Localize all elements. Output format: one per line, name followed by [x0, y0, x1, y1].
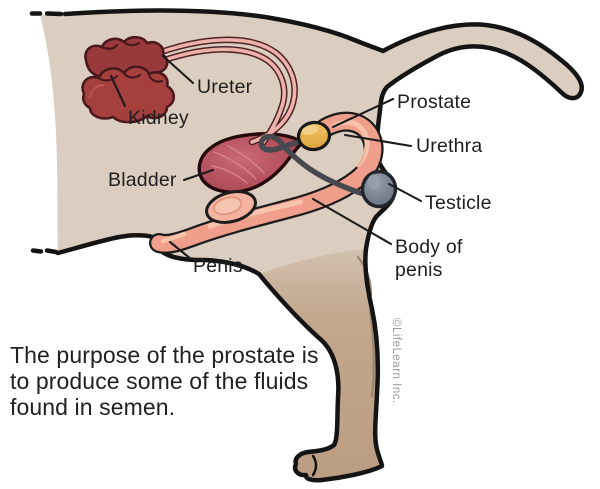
testicle-shape	[360, 169, 398, 209]
svg-text:The purpose of the prostate is: The purpose of the prostate is	[10, 342, 319, 368]
label-prostate: Prostate	[397, 91, 471, 113]
prostate-shape	[296, 120, 332, 152]
leader-prostate	[331, 97, 395, 129]
dog-torso-shape	[40, 10, 582, 481]
leader-urethra	[343, 133, 413, 148]
credit-text: ©LifeLearn Inc.	[390, 318, 402, 404]
label-bladder: Bladder	[108, 169, 177, 191]
label-body-of-penis-line2: penis	[395, 259, 443, 281]
svg-text:to produce some of the fluids: to produce some of the fluids	[10, 368, 308, 394]
leader-testicle	[387, 182, 423, 203]
leader-body-of-penis	[311, 197, 393, 246]
leader-penis	[168, 240, 193, 261]
svg-text:found in semen.: found in semen.	[10, 394, 175, 420]
leader-kidney	[109, 74, 127, 108]
label-body-of-penis-line1: Body of	[395, 236, 463, 258]
label-urethra: Urethra	[416, 135, 482, 157]
leader-bladder	[182, 168, 215, 182]
leader-ureter	[161, 54, 195, 85]
label-kidney: Kidney	[128, 107, 189, 129]
body-outline	[55, 8, 584, 483]
ureter-shape	[146, 36, 298, 148]
leg-shading-line	[368, 308, 375, 398]
cut-dashes-top	[29, 11, 64, 17]
label-testicle: Testicle	[425, 192, 492, 214]
caption: The purpose of the prostate is to produc…	[10, 342, 319, 420]
label-ureter: Ureter	[197, 76, 253, 98]
cut-dashes-bottom	[30, 248, 59, 255]
kidney-shape	[81, 35, 176, 124]
label-penis: Penis	[193, 255, 243, 277]
toe-line	[311, 454, 318, 477]
penis-bulb-shape	[205, 190, 257, 224]
